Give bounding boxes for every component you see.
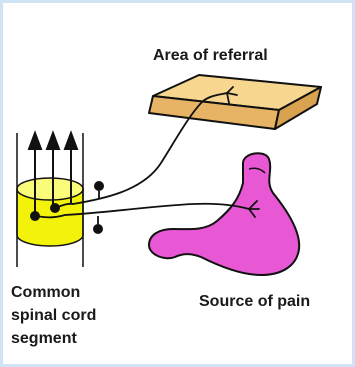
spinal-segment-label: Common spinal cord segment bbox=[11, 281, 96, 350]
stomach bbox=[149, 153, 299, 275]
source-of-pain-label: Source of pain bbox=[199, 291, 310, 313]
spinal-segment-label-line-3: segment bbox=[11, 327, 96, 350]
spinal-segment-label-line-1: Common bbox=[11, 281, 96, 304]
area-of-referral-label: Area of referral bbox=[153, 45, 268, 67]
spinal-segment-label-line-2: spinal cord bbox=[11, 304, 96, 327]
dorsal-root-ganglia bbox=[93, 181, 104, 234]
spinal-cord-segment bbox=[17, 133, 83, 267]
skin-block bbox=[149, 75, 321, 129]
